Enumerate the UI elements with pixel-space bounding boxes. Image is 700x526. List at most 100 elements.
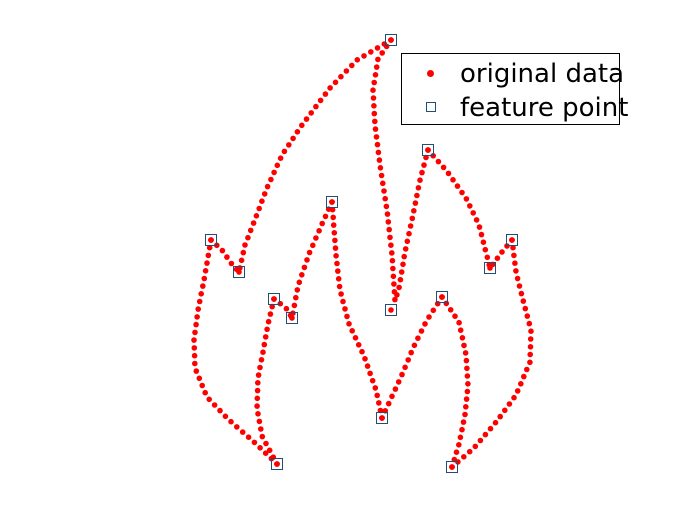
original-data-point xyxy=(390,265,396,272)
original-data-point xyxy=(464,365,470,372)
original-data-point xyxy=(346,321,352,327)
original-data-point xyxy=(364,363,371,369)
original-data-point xyxy=(264,183,271,190)
original-data-point xyxy=(375,149,382,156)
original-data-point xyxy=(460,419,467,425)
original-data-point xyxy=(355,342,362,348)
original-data-point xyxy=(514,388,521,394)
original-data-point xyxy=(462,411,468,418)
original-data-point xyxy=(268,176,274,183)
original-data-point xyxy=(386,226,393,233)
original-data-point xyxy=(239,429,246,435)
original-data-point xyxy=(245,434,252,441)
legend: original data feature point xyxy=(401,53,628,125)
original-data-point xyxy=(390,273,397,280)
original-data-point xyxy=(484,254,491,261)
original-data-point xyxy=(254,403,260,409)
original-data-point xyxy=(206,244,213,251)
original-data-point xyxy=(211,402,218,408)
feature-point-center-dot xyxy=(388,37,394,43)
original-data-point xyxy=(527,359,533,366)
original-data-point xyxy=(421,162,427,168)
original-data-point xyxy=(293,294,299,301)
original-data-point xyxy=(250,220,257,226)
original-data-point xyxy=(259,198,265,204)
original-data-point xyxy=(316,228,322,234)
original-data-point xyxy=(392,296,398,303)
original-data-point xyxy=(506,401,513,407)
original-data-point xyxy=(372,126,379,132)
original-data-point xyxy=(340,298,346,305)
original-data-point xyxy=(374,141,381,148)
original-data-point xyxy=(222,413,229,420)
original-data-point xyxy=(258,357,265,363)
original-data-point xyxy=(511,252,517,259)
original-data-point xyxy=(204,260,210,266)
legend-label-original: original data xyxy=(460,59,625,89)
original-data-point xyxy=(380,180,386,187)
original-data-point xyxy=(379,50,386,56)
original-data-point xyxy=(322,213,329,220)
original-data-point xyxy=(518,381,524,387)
original-data-point xyxy=(191,345,198,351)
original-data-point xyxy=(487,425,494,432)
original-data-point xyxy=(394,292,400,298)
original-data-point xyxy=(502,407,508,414)
original-data-point xyxy=(477,437,484,444)
original-data-point xyxy=(267,311,274,317)
original-data-point xyxy=(447,307,454,313)
original-data-point xyxy=(261,191,268,197)
original-data-point xyxy=(417,177,423,183)
original-data-point xyxy=(443,300,450,307)
original-data-point xyxy=(378,172,385,179)
original-data-point xyxy=(476,224,483,230)
original-data-point xyxy=(228,418,234,425)
original-data-point xyxy=(457,327,464,334)
original-data-point xyxy=(374,392,381,399)
feature-point-marker xyxy=(326,196,338,208)
feature-point-marker xyxy=(385,34,397,46)
original-data-point xyxy=(377,165,384,171)
original-data-point xyxy=(277,155,284,161)
original-data-point xyxy=(526,320,533,327)
original-data-point xyxy=(397,276,404,283)
original-data-point xyxy=(362,356,368,362)
original-data-point xyxy=(313,103,319,110)
feature-point-marker xyxy=(205,234,217,246)
original-data-point xyxy=(198,291,204,297)
legend-entry-feature: feature point xyxy=(402,92,628,124)
original-data-point xyxy=(385,219,392,225)
original-data-point xyxy=(497,413,504,420)
original-data-point xyxy=(440,164,447,171)
original-data-point xyxy=(257,445,263,451)
original-data-point xyxy=(423,154,429,161)
original-data-point xyxy=(422,321,428,327)
original-data-point xyxy=(200,283,206,289)
feature-point-center-dot xyxy=(388,307,394,313)
original-data-point xyxy=(291,302,298,309)
legend-entry-original: original data xyxy=(402,58,624,90)
original-data-point xyxy=(195,306,201,312)
original-data-point xyxy=(418,328,425,334)
original-data-point xyxy=(522,305,529,312)
original-data-point xyxy=(303,116,310,122)
original-data-point xyxy=(463,404,469,410)
original-data-point xyxy=(457,434,464,441)
original-data-point xyxy=(385,400,392,407)
original-data-point xyxy=(349,328,356,334)
original-data-point xyxy=(411,208,417,214)
original-data-point xyxy=(269,303,276,310)
original-data-point xyxy=(296,279,303,286)
original-data-point xyxy=(482,246,489,253)
original-data-point xyxy=(335,276,342,282)
original-data-point xyxy=(407,223,414,229)
original-data-point xyxy=(467,203,473,209)
original-data-point xyxy=(409,215,416,222)
original-data-point xyxy=(454,183,461,189)
original-data-point xyxy=(435,158,442,165)
legend-label-feature: feature point xyxy=(460,93,629,123)
original-data-point xyxy=(330,222,337,228)
original-data-point xyxy=(240,249,247,256)
original-data-point xyxy=(492,419,499,426)
original-data-point xyxy=(338,291,344,297)
